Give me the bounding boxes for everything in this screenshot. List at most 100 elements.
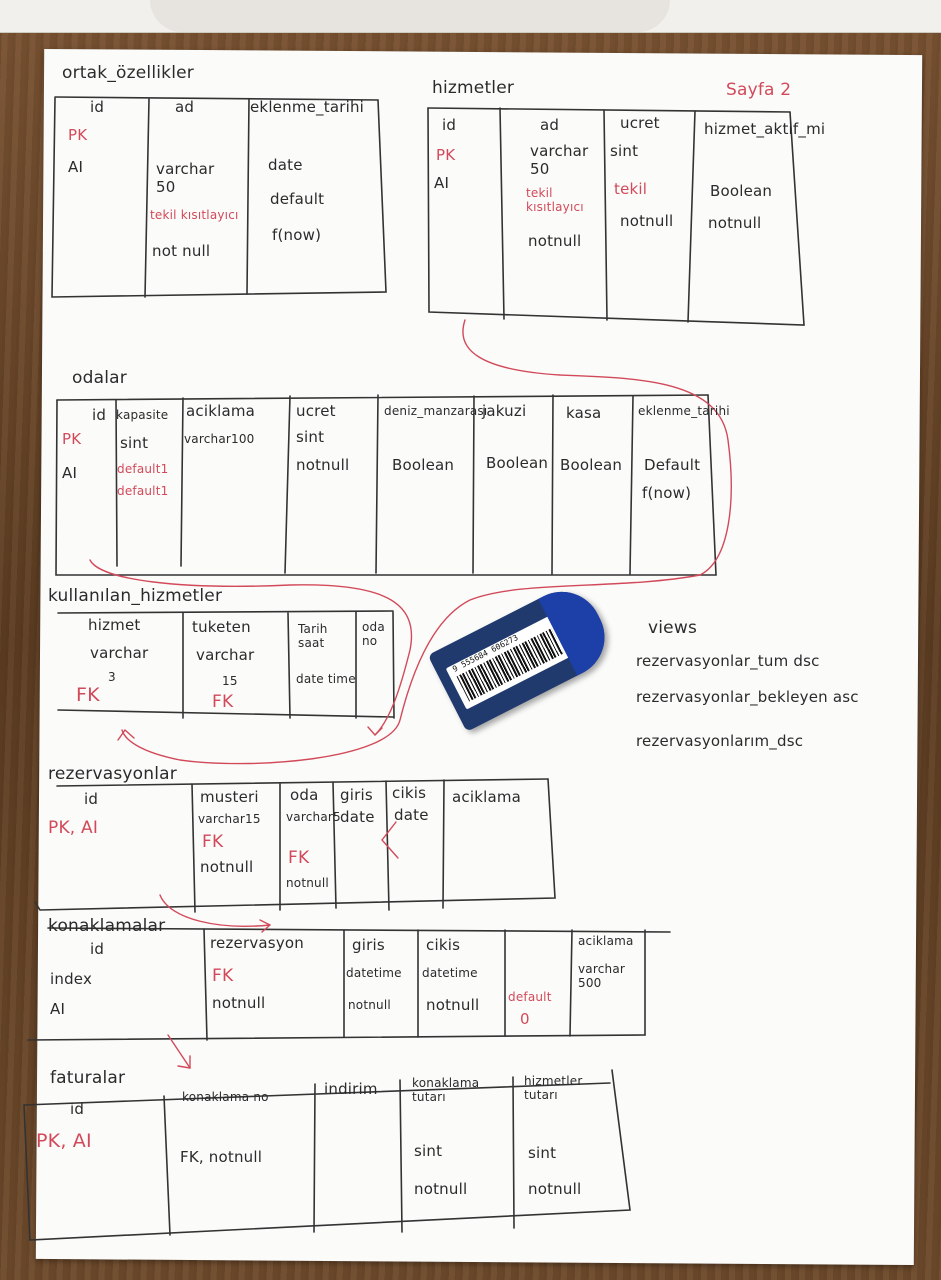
cell-text: date bbox=[394, 806, 429, 824]
cell-text: FK, notnull bbox=[180, 1148, 263, 1166]
cell-text: varchar bbox=[196, 646, 255, 664]
cell-text: varchar5 bbox=[286, 810, 341, 824]
cell-text: datetime bbox=[422, 966, 478, 980]
views-title: views bbox=[648, 618, 698, 638]
cell-text: varchar 50 bbox=[156, 160, 215, 196]
cell-text: FK bbox=[212, 966, 234, 986]
column-header: id bbox=[442, 116, 457, 134]
cell-text: Boolean bbox=[710, 182, 773, 200]
cell-text: FK bbox=[288, 848, 310, 868]
column-header: id bbox=[90, 940, 105, 958]
view-item: rezervasyonlar_tum dsc bbox=[636, 652, 820, 670]
cell-text: notnull bbox=[708, 214, 762, 232]
cell-text: notnull bbox=[414, 1180, 468, 1198]
cell-text: 15 bbox=[222, 674, 238, 688]
column-header: oda no bbox=[362, 620, 385, 648]
cell-text: notnull bbox=[200, 858, 254, 876]
cell-text: FK bbox=[202, 832, 224, 852]
cell-text: PK, AI bbox=[36, 1130, 92, 1152]
table-title-konaklamalar: konaklamalar bbox=[48, 916, 166, 936]
cell-text: Default bbox=[644, 456, 701, 474]
cell-text: notnull bbox=[528, 232, 582, 250]
cell-text: AI bbox=[68, 158, 84, 176]
cell-text: sint bbox=[528, 1144, 557, 1162]
cell-text: notnull bbox=[426, 996, 480, 1014]
column-header: jakuzi bbox=[482, 402, 527, 420]
cell-text: PK bbox=[62, 430, 82, 448]
cell-text: sint bbox=[120, 434, 149, 452]
cell-text: FK bbox=[76, 684, 100, 706]
cell-text: notnull bbox=[620, 212, 674, 230]
column-header: hizmet_aktif_mi bbox=[704, 120, 826, 138]
column-header: hizmet bbox=[88, 616, 141, 634]
column-header: eklenme_tarihi bbox=[638, 404, 730, 418]
cell-text: sint bbox=[610, 142, 639, 160]
cell-text: varchar 50 bbox=[530, 142, 589, 178]
column-header: cikis bbox=[392, 784, 427, 802]
cell-text: PK bbox=[436, 146, 456, 164]
cell-text: notnull bbox=[348, 998, 391, 1012]
column-header: kasa bbox=[566, 404, 602, 422]
column-header: id bbox=[90, 98, 105, 116]
column-header: aciklama bbox=[578, 934, 634, 948]
cell-text: varchar 500 bbox=[578, 962, 626, 990]
cell-text: AI bbox=[50, 1000, 66, 1018]
column-header: tuketen bbox=[192, 618, 251, 636]
column-header: ad bbox=[540, 116, 560, 134]
table-title-hizmetler: hizmetler bbox=[432, 78, 515, 98]
cell-text: 3 bbox=[108, 670, 116, 684]
cell-text: date bbox=[340, 808, 375, 826]
cell-text: f(now) bbox=[642, 484, 692, 502]
column-header: hizmetler tutarı bbox=[524, 1074, 583, 1102]
cell-text: index bbox=[50, 970, 93, 988]
cell-text: AI bbox=[434, 174, 450, 192]
cell-text: default1 bbox=[117, 462, 169, 476]
cell-text: date bbox=[268, 156, 303, 174]
column-header: ucret bbox=[296, 402, 336, 420]
column-header: indirim bbox=[324, 1080, 378, 1098]
column-header: id bbox=[70, 1100, 85, 1118]
column-header: oda bbox=[290, 786, 319, 804]
column-header: cikis bbox=[426, 936, 461, 954]
cell-text: default1 bbox=[117, 484, 169, 498]
cell-text: date time bbox=[296, 672, 356, 686]
column-header: giris bbox=[340, 786, 373, 804]
cell-text: tekil kısıtlayıcı bbox=[526, 186, 584, 214]
table-title-ortak-ozellikler: ortak_özellikler bbox=[62, 63, 194, 83]
table-title-rezervasyonlar: rezervasyonlar bbox=[48, 764, 177, 784]
cell-text: Boolean bbox=[486, 454, 549, 472]
cell-text: PK bbox=[68, 126, 88, 144]
column-header: ad bbox=[175, 98, 195, 116]
cell-text: tekil kısıtlayıcı bbox=[150, 208, 239, 222]
cell-text: notnull bbox=[296, 456, 350, 474]
view-item: rezervasyonlar_bekleyen asc bbox=[636, 688, 859, 706]
cell-text: datetime bbox=[346, 966, 402, 980]
column-header: konaklama no bbox=[182, 1090, 269, 1104]
column-header: aciklama bbox=[452, 788, 522, 806]
cell-text: varchar bbox=[90, 644, 149, 662]
cell-text: varchar15 bbox=[198, 812, 261, 826]
column-header: eklenme_tarihi bbox=[250, 98, 365, 116]
view-item: rezervasyonlarım_dsc bbox=[636, 732, 804, 750]
column-header: musteri bbox=[200, 788, 259, 806]
cell-text: default bbox=[270, 190, 325, 208]
table-title-odalar: odalar bbox=[72, 368, 127, 388]
cell-text: Boolean bbox=[560, 456, 623, 474]
cell-text: FK bbox=[212, 692, 234, 712]
column-header: ucret bbox=[620, 114, 660, 132]
cell-text: 0 bbox=[520, 1010, 530, 1028]
cell-text: AI bbox=[62, 464, 78, 482]
column-header: id bbox=[92, 406, 107, 424]
column-header: rezervasyon bbox=[210, 934, 304, 952]
column-header: Tarih saat bbox=[298, 622, 328, 650]
column-header: id bbox=[84, 790, 99, 808]
cell-text: not null bbox=[152, 242, 211, 260]
cell-text: Boolean bbox=[392, 456, 455, 474]
column-header: deniz_manzarası bbox=[384, 404, 488, 418]
page-number: Sayfa 2 bbox=[726, 80, 792, 100]
table-title-faturalar: faturalar bbox=[50, 1068, 126, 1088]
cell-text: default bbox=[508, 990, 552, 1004]
column-header: konaklama tutarı bbox=[412, 1076, 480, 1104]
column-header: giris bbox=[352, 936, 385, 954]
cell-text: tekil bbox=[614, 180, 648, 198]
